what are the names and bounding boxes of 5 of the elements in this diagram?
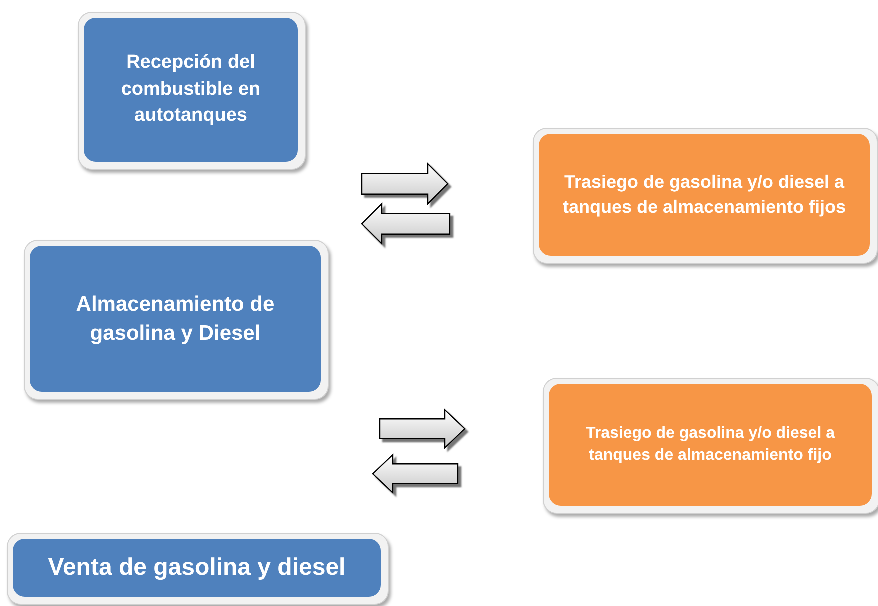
transfer-box: Trasiego de gasolina y/o diesel a tanques de almacenamiento fijo (549, 384, 872, 506)
process-box: Venta de gasolina y diesel (13, 539, 381, 597)
process-box: Almacenamiento de gasolina y Diesel (30, 246, 321, 392)
transfer-box: Trasiego de gasolina y/o diesel a tanques de almacenamiento fijos (539, 134, 870, 256)
process-box: Recepción del combustible en autotanques (84, 18, 298, 162)
